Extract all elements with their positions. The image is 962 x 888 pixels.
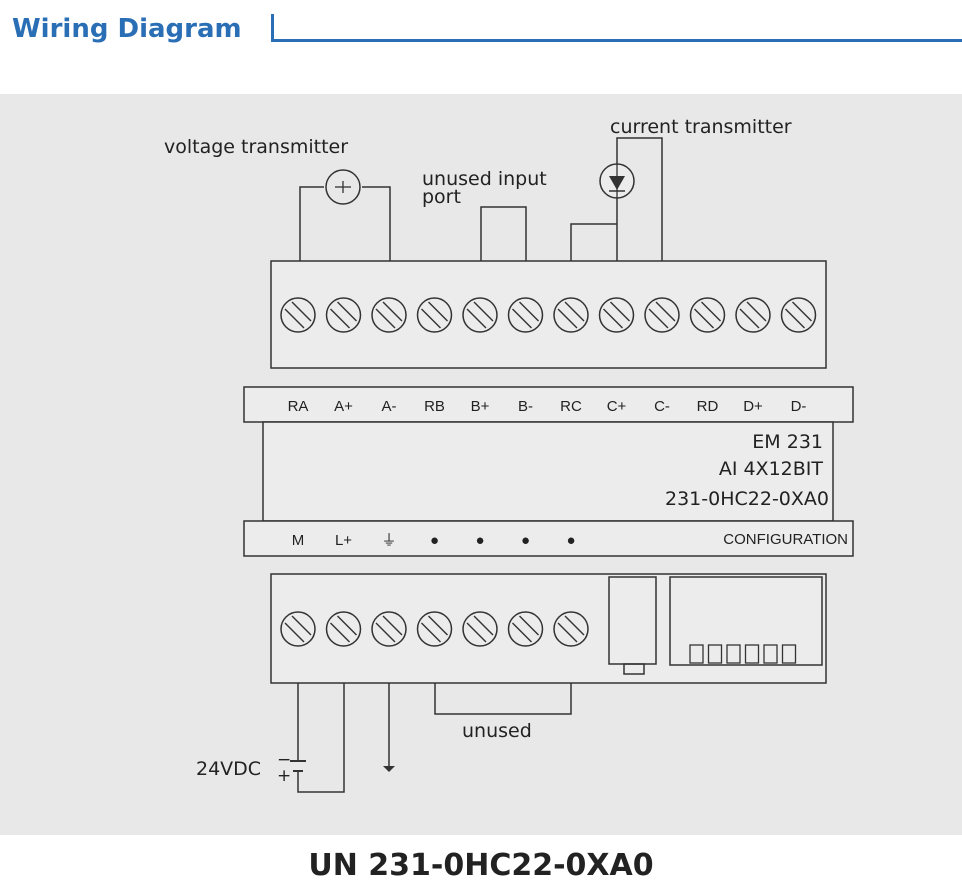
module-body (262, 421, 834, 522)
top-terminal-screw-12 (780, 297, 817, 333)
bottom-terminal-label-3: ⏚ (381, 532, 396, 549)
top-terminal-screw-8 (598, 297, 635, 333)
bottom-screw-row (280, 611, 589, 647)
bottom-terminal-label-6: ● (521, 532, 530, 549)
top-terminal-screw-2 (325, 297, 362, 333)
unused-input-port-wire (480, 206, 527, 261)
voltage-source-icon (325, 169, 361, 205)
bottom-terminal-label-2: L+ (335, 532, 352, 549)
bottom-terminal-screw-3 (371, 611, 407, 647)
dip-switch-3 (726, 644, 741, 664)
dip-switch-housing (669, 576, 823, 666)
top-terminal-screw-9 (644, 297, 680, 333)
voltage-transmitter-wire (299, 186, 324, 261)
bottom-terminal-labels: M L+ ⏚ ● ● ● ● (292, 532, 576, 549)
dip-switch-5 (763, 644, 778, 664)
top-terminal-label-4: RB (424, 398, 445, 415)
configuration-label: CONFIGURATION (723, 531, 848, 548)
bottom-terminal-screw-2 (325, 611, 362, 647)
top-terminal-screw-5 (462, 297, 498, 333)
unused-bracket (434, 683, 572, 715)
dip-switch-6 (781, 644, 797, 664)
supply-plus-label: + (277, 766, 291, 786)
top-terminal-label-8: C+ (607, 398, 627, 415)
voltage-transmitter-wire-plus (362, 186, 391, 261)
top-terminal-label-12: D- (791, 398, 807, 415)
bottom-label-strip (243, 520, 854, 557)
dip-switch-4 (744, 644, 760, 664)
current-transmitter-return (616, 137, 663, 261)
top-terminal-screw-7 (553, 297, 589, 333)
page-title: Wiring Diagram (12, 14, 242, 44)
top-terminal-screw-1 (280, 297, 316, 333)
bottom-terminal-screw-1 (280, 611, 316, 647)
expansion-connector-tab (623, 663, 645, 675)
header-rule (271, 14, 962, 42)
top-terminal-label-11: D+ (743, 398, 763, 415)
top-terminal-labels: RA A+ A- RB B+ B- RC C+ C- RD D+ D- (288, 398, 807, 415)
module-spec: AI 4X12BIT (719, 458, 824, 480)
module-part-number: 231-0HC22-0XA0 (665, 488, 829, 510)
top-terminal-screw-10 (689, 297, 726, 333)
dip-switch-2 (707, 644, 723, 664)
bottom-terminal-screw-4 (416, 611, 453, 647)
bottom-terminal-screw-5 (462, 611, 498, 647)
bottom-terminal-label-1: M (292, 532, 305, 549)
voltage-transmitter-label: voltage transmitter (164, 136, 348, 158)
top-terminal-screw-3 (371, 297, 407, 333)
top-terminal-label-2: A+ (334, 398, 353, 415)
top-terminal-label-5: B+ (471, 398, 490, 415)
supply-voltage-label: 24VDC (196, 758, 261, 780)
bottom-terminal-label-4: ● (430, 532, 439, 549)
dip-switches (689, 644, 797, 664)
top-terminal-screw-4 (416, 297, 453, 333)
top-terminal-block (270, 260, 827, 369)
top-terminal-screw-11 (735, 297, 771, 333)
top-terminal-label-1: RA (288, 398, 309, 415)
top-terminal-label-3: A- (382, 398, 397, 415)
dip-switch-1 (689, 644, 704, 664)
unused-label: unused (462, 720, 532, 742)
unused-input-port-label-1: unused input (422, 168, 547, 190)
model-number: UN 231-0HC22-0XA0 (308, 848, 654, 883)
bottom-terminal-label-7: ● (566, 532, 575, 549)
current-transmitter-label: current transmitter (610, 116, 792, 138)
top-terminal-label-6: B- (518, 398, 533, 415)
top-terminal-label-9: C- (654, 398, 670, 415)
top-label-strip (243, 386, 854, 423)
supply-wire-lplus (297, 683, 345, 793)
top-terminal-screw-6 (507, 297, 544, 333)
bottom-terminal-label-5: ● (475, 532, 484, 549)
bottom-terminal-screw-6 (507, 611, 544, 647)
top-terminal-label-10: RD (697, 398, 719, 415)
ground-icon (383, 766, 395, 772)
top-terminal-label-7: RC (560, 398, 582, 415)
current-transmitter-loop (570, 223, 617, 261)
unused-input-port-label-2: port (422, 186, 461, 208)
supply-minus-label: − (277, 750, 291, 770)
top-screw-row (280, 297, 817, 333)
module-name: EM 231 (752, 431, 823, 453)
bottom-terminal-screw-7 (553, 611, 589, 647)
